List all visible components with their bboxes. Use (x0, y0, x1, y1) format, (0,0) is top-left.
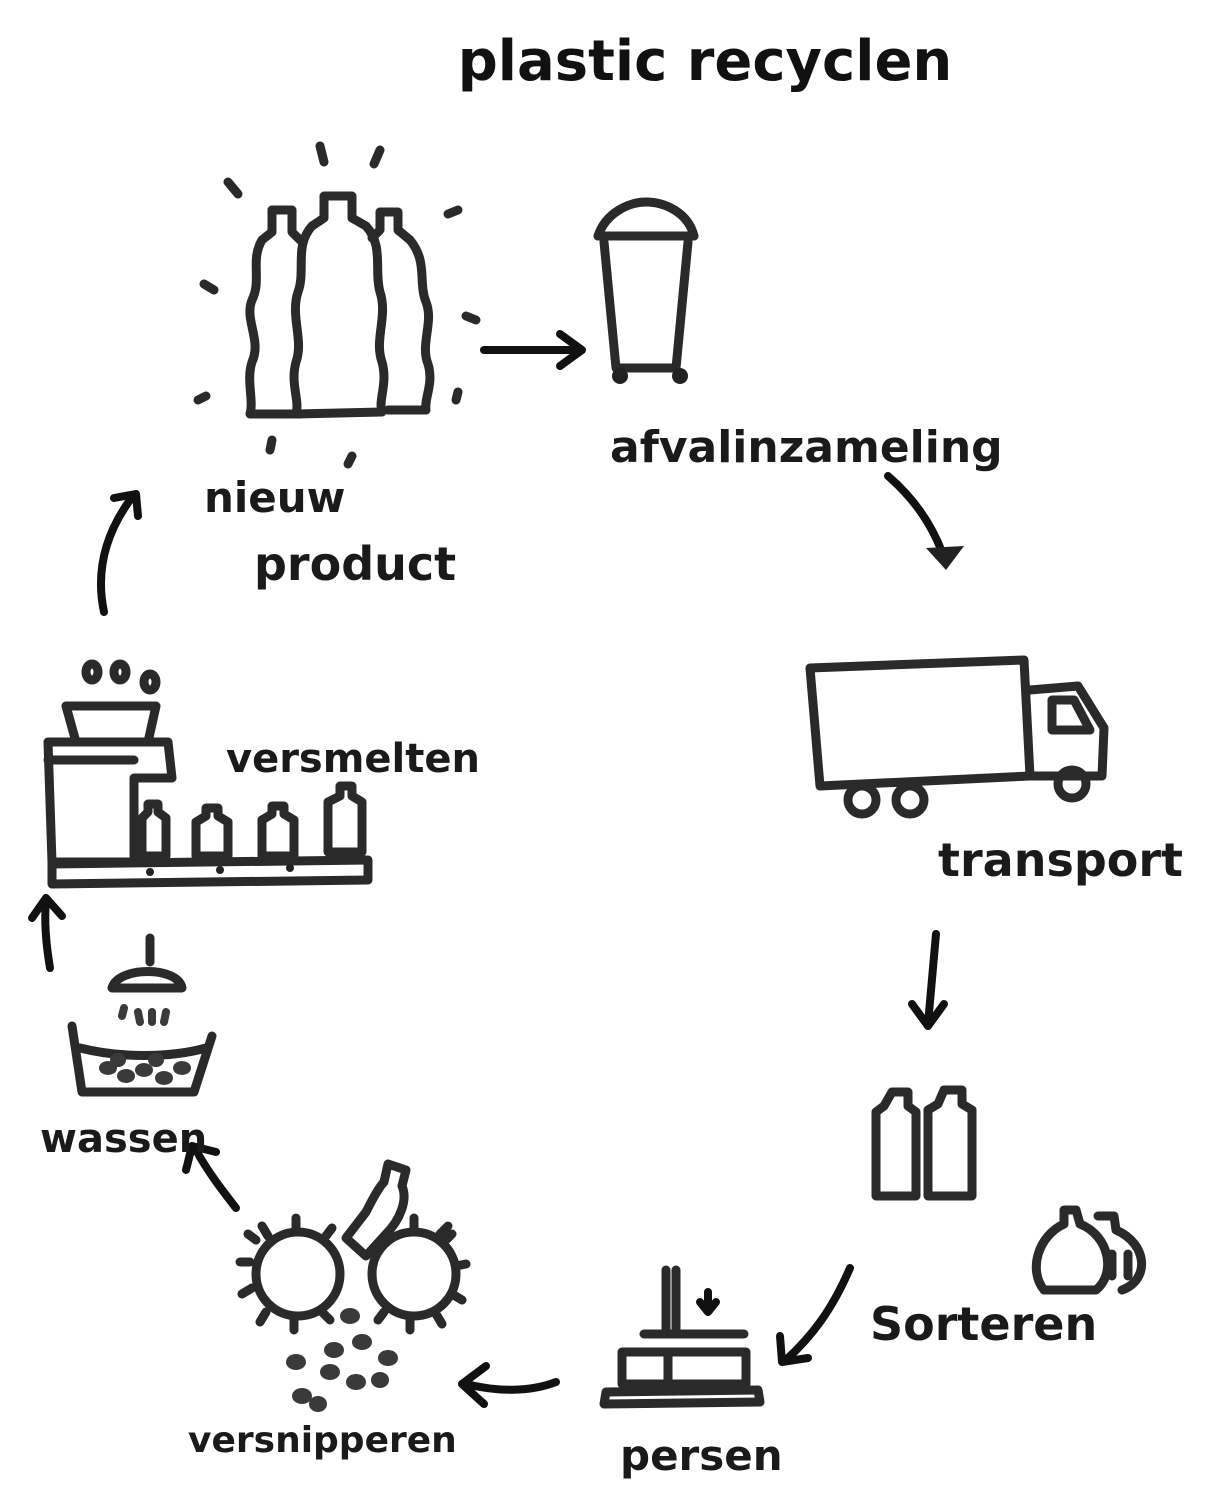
press-icon (599, 1265, 765, 1409)
truck-icon (805, 655, 1109, 819)
step-label-waste-collection: afvalinzameling (610, 422, 1003, 473)
sorted-bottles-icon (871, 1085, 1147, 1295)
arrow-to-washing (182, 1142, 240, 1212)
arrow-to-collection (480, 330, 586, 370)
wash-tub-icon (67, 933, 217, 1097)
bottles-icon (193, 141, 481, 469)
step-label-transport: transport (938, 833, 1183, 887)
arrow-to-melting (28, 894, 66, 972)
arrow-to-shredding (458, 1362, 560, 1408)
arrow-to-transport (884, 472, 964, 570)
step-label-shredding: versnipperen (188, 1420, 457, 1461)
waste-bin-icon (593, 197, 699, 384)
diagram-title: plastic recyclen (458, 29, 953, 94)
step-label-new-product-line1: nieuw (204, 473, 345, 522)
melting-machine-icon (43, 659, 373, 889)
arrow-to-pressing (776, 1264, 854, 1366)
step-label-melting: versmelten (226, 736, 480, 782)
shredder-icon (235, 1159, 471, 1412)
arrow-to-new-product (97, 490, 142, 616)
step-label-new-product-line2: product (254, 537, 456, 591)
arrow-to-sorting (908, 930, 948, 1030)
step-label-sorting: Sorteren (870, 1297, 1097, 1351)
step-label-washing: wassen (40, 1116, 207, 1162)
step-label-pressing: persen (620, 1431, 783, 1480)
